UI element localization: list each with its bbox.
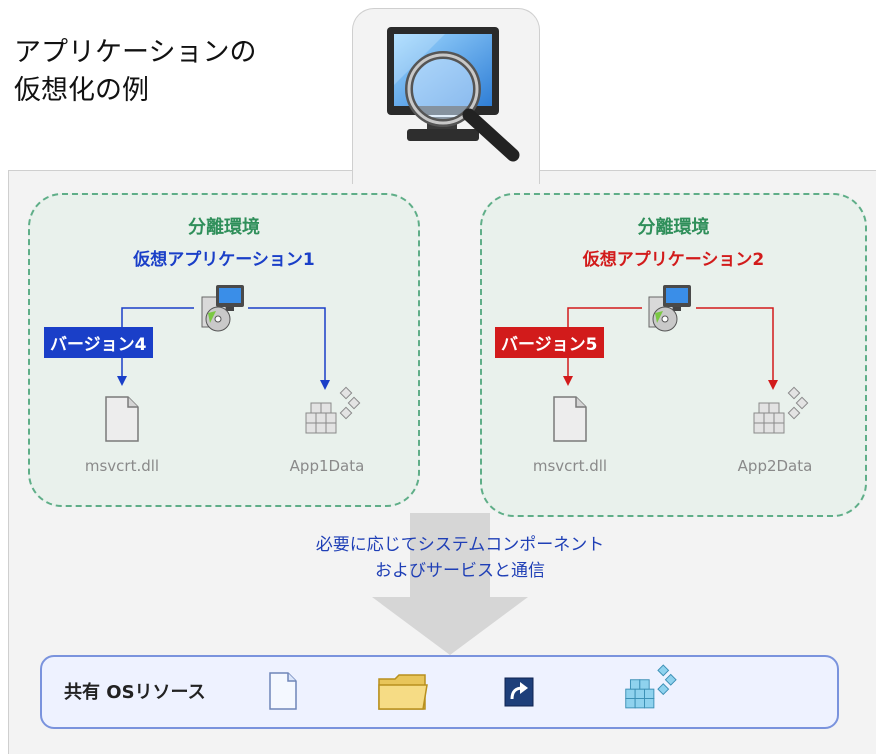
page-title-line-1: アプリケーションの xyxy=(14,37,257,68)
dll-file-label-2: msvcrt.dll xyxy=(532,457,608,475)
registry-icon xyxy=(625,664,677,709)
shared-os-resources: 共有 OSリソース xyxy=(40,655,839,729)
installer-icon xyxy=(201,285,244,332)
virtual-app-1-name: 仮想アプリケーション1 xyxy=(133,250,315,270)
virtual-app-2-name: 仮想アプリケーション2 xyxy=(582,250,765,270)
page-title-line-2: 仮想化の例 xyxy=(14,75,149,106)
shortcut-icon xyxy=(504,677,534,707)
app-data-label-2: App2Data xyxy=(737,457,813,475)
installer-icon xyxy=(648,285,691,332)
page-title: アプリケーションの 仮想化の例 xyxy=(14,34,256,110)
folder-icon xyxy=(378,674,428,710)
app-data-icon-1 xyxy=(305,386,361,434)
version-4-badge: バージョン4 xyxy=(44,327,153,358)
shared-os-resources-label: 共有 OSリソース xyxy=(64,682,206,703)
env-2-title: 分離環境 xyxy=(637,217,710,238)
communication-note: 必要に応じてシステムコンポーネント およびサービスと通信 xyxy=(200,532,720,584)
document-icon xyxy=(269,672,297,710)
communication-line-1: 必要に応じてシステムコンポーネント xyxy=(315,535,605,555)
env-1-title: 分離環境 xyxy=(188,217,260,238)
dll-file-label-1: msvcrt.dll xyxy=(84,457,160,475)
app-data-label-1: App1Data xyxy=(289,457,365,475)
monitor-magnifier-icon xyxy=(387,27,520,162)
version-5-badge: バージョン5 xyxy=(495,327,604,358)
dll-file-icon-1 xyxy=(105,396,139,442)
app-data-icon-2 xyxy=(753,386,809,434)
dll-file-icon-2 xyxy=(553,396,587,442)
communication-line-2: およびサービスと通信 xyxy=(375,561,545,581)
